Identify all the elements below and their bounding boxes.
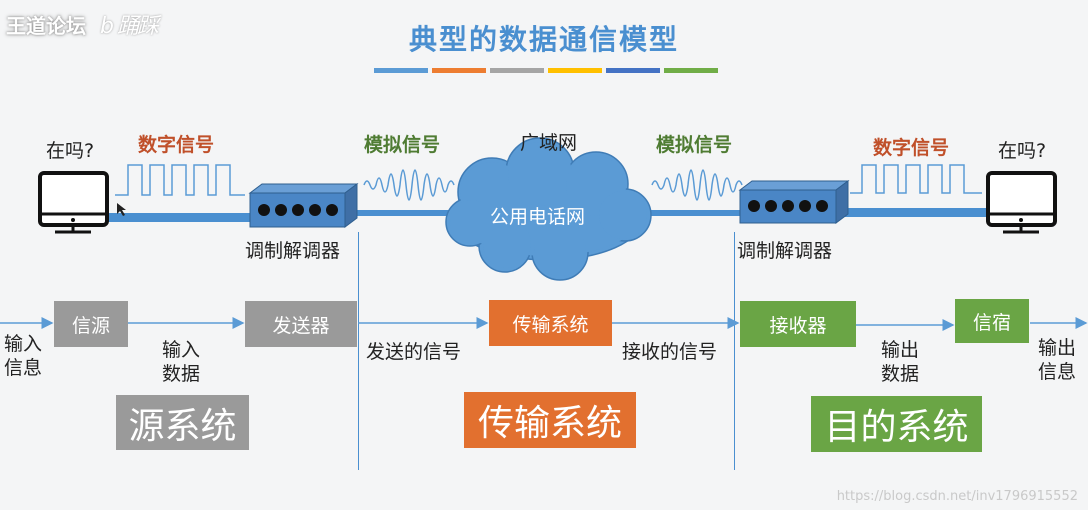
cursor-icon: [117, 203, 126, 216]
right-modem-label: 调制解调器: [737, 240, 833, 262]
received-signal-label: 接收的信号: [622, 341, 718, 363]
right-analog-wave: [651, 169, 743, 201]
cloud-fill: [450, 142, 647, 276]
network-diagram: [38, 137, 1057, 281]
transmission-system-box: 传输系统: [464, 392, 636, 448]
color-bar: [548, 68, 602, 73]
right-analog-signal-label: 模拟信号: [656, 134, 733, 156]
output-info-label: 输出 信息: [1038, 337, 1077, 383]
left-computer-icon: [38, 171, 109, 234]
color-bar: [374, 68, 428, 73]
input-info-label: 输入 信息: [4, 333, 43, 379]
forum-logo: 王道论坛: [6, 14, 86, 38]
left-modem-label: 调制解调器: [245, 240, 341, 262]
right-cable: [843, 208, 993, 217]
page-title: 典型的数据通信模型: [408, 23, 679, 56]
output-data-label: 输出 数据: [881, 339, 920, 385]
watermark: https://blog.csdn.net/inv1796915552: [836, 489, 1078, 504]
right-modem-icon: [738, 180, 850, 224]
left-digital-wave: [115, 164, 245, 196]
cloud-label: 公用电话网: [490, 206, 586, 228]
right-question-label: 在吗?: [998, 140, 1047, 162]
sender-box: 发送器: [245, 301, 357, 347]
separator-line: [358, 232, 359, 470]
right-phone-line: [620, 210, 745, 216]
left-digital-signal-label: 数字信号: [138, 134, 215, 156]
color-bar: [490, 68, 544, 73]
source-system-box: 源系统: [116, 395, 249, 450]
right-digital-signal-label: 数字信号: [873, 137, 950, 159]
right-digital-wave: [850, 164, 982, 194]
separator-line: [734, 232, 735, 470]
transmission-box: 传输系统: [489, 300, 612, 346]
destination-system-box: 目的系统: [811, 396, 982, 452]
receiver-box: 接收器: [740, 301, 856, 347]
right-computer-icon: [986, 171, 1057, 234]
color-bar: [432, 68, 486, 73]
left-analog-wave: [363, 169, 455, 201]
input-data-label: 输入 数据: [162, 339, 201, 385]
left-question-label: 在吗?: [46, 140, 95, 162]
flow-arrows: [0, 317, 1088, 331]
wan-label: 广域网: [520, 132, 578, 154]
sent-signal-label: 发送的信号: [366, 341, 462, 363]
source-box: 信源: [54, 301, 128, 347]
left-modem-icon: [248, 183, 359, 228]
color-bar: [606, 68, 660, 73]
left-phone-line: [352, 210, 472, 216]
left-cable: [105, 213, 255, 222]
logo-signature: b 踊踩: [100, 14, 159, 39]
left-analog-signal-label: 模拟信号: [364, 134, 441, 156]
destination-box: 信宿: [955, 299, 1029, 343]
color-bar: [664, 68, 718, 73]
